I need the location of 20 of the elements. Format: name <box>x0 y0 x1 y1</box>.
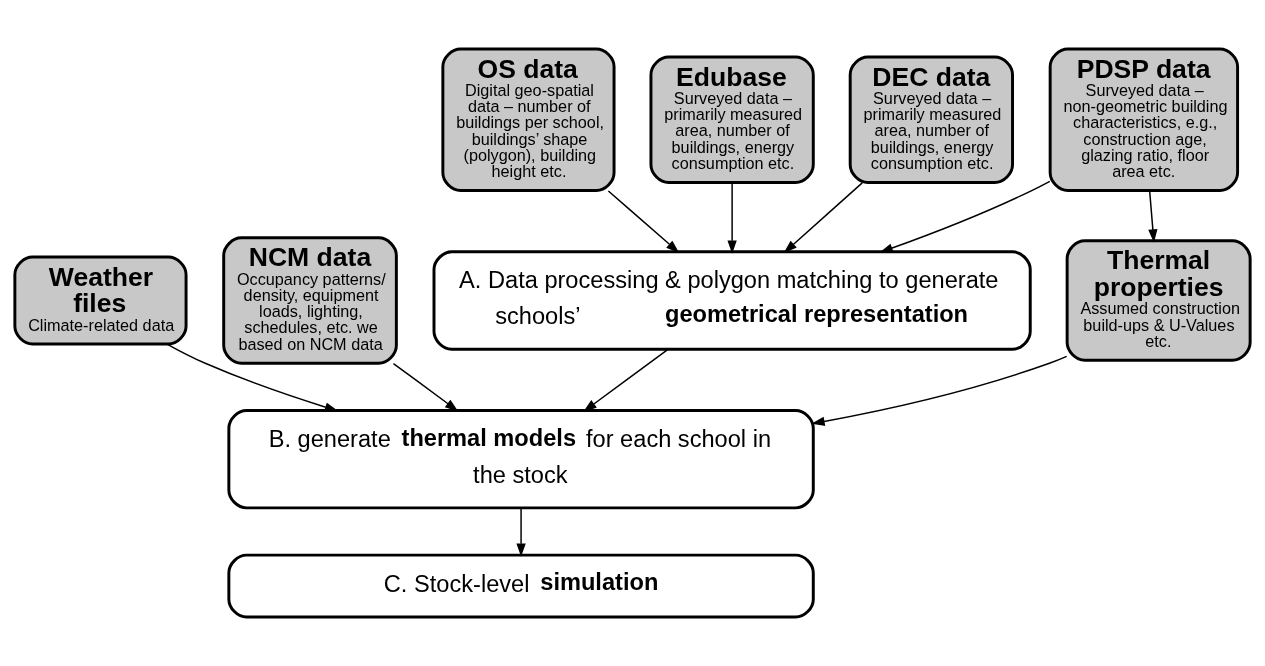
arrow <box>166 343 339 412</box>
node-box: B. generate thermal models for each school in the stock <box>227 409 815 510</box>
node-box: NCM data Occupancy patterns/ density, equipment loads, lighting, schedules, etc. we based on NCM data <box>222 236 398 365</box>
node-box: OS data Digital geo-spatial data – number of buildings per school, buildings’ shape (polygon), building height etc. <box>441 47 616 193</box>
arrow <box>607 190 680 253</box>
arrow <box>583 348 669 412</box>
arrow <box>516 507 526 557</box>
arrow <box>783 182 863 253</box>
arrow <box>392 362 459 412</box>
arrow <box>879 180 1051 253</box>
node-box: Weather files Climate-related data <box>13 255 188 346</box>
arrow <box>811 355 1068 426</box>
node-box: C. Stock-level simulation <box>227 553 815 619</box>
node-box: A. Data processing & polygon matching to generate schools’ geometrical representation <box>432 250 1032 351</box>
node-box: DEC data Surveyed data – primarily measured area, number of buildings, energy consumption etc. <box>848 55 1014 184</box>
node-box: PDSP data Surveyed data – non-geometric building characteristics, e.g., construction age, glazing ratio, floor area etc. <box>1048 47 1240 193</box>
arrow <box>1148 190 1158 243</box>
node-box: Thermal properties Assumed construction build-ups & U-Values etc. <box>1065 239 1252 362</box>
arrow <box>727 182 737 254</box>
node-box: Edubase Surveyed data – primarily measured area, number of buildings, energy consumption etc. <box>649 55 815 184</box>
